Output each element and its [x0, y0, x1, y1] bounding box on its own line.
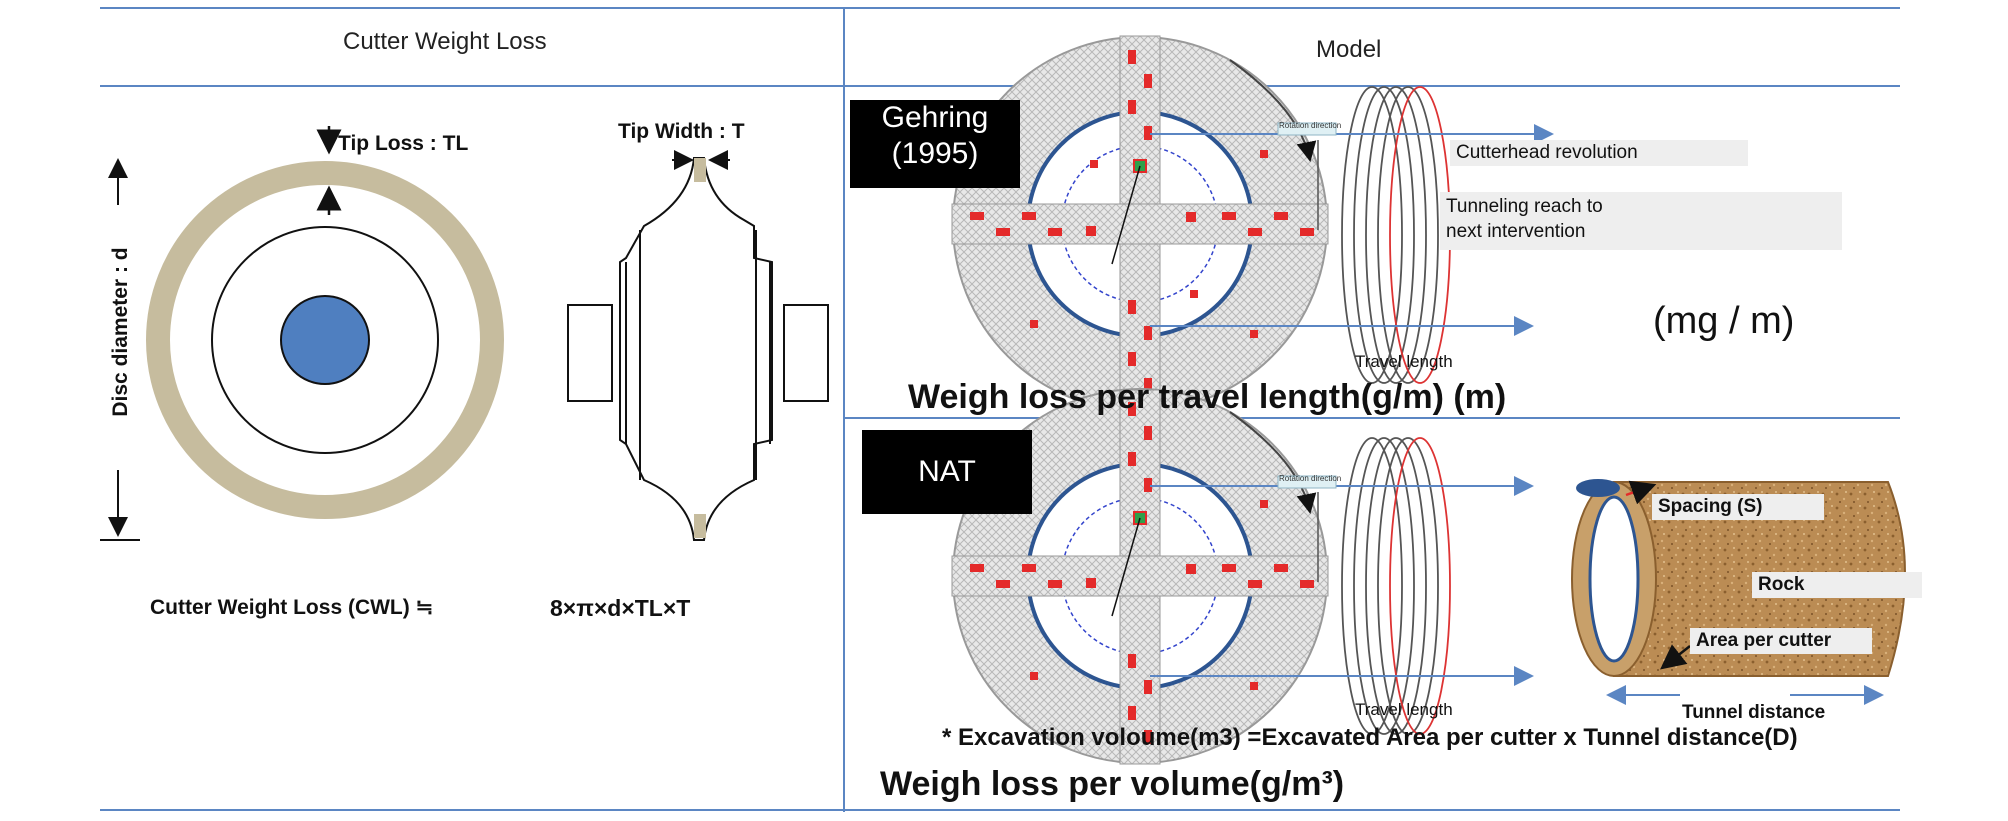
gehring-reach-line1: Tunneling reach to [1446, 196, 1603, 217]
gehring-badge-line2: (1995) [891, 137, 979, 170]
nat-rock-label: Rock [1752, 572, 1922, 598]
gehring-travel-spiral [1317, 86, 1451, 384]
nat-excavation-note: * Excavation voloume(m3) =Excavated Area… [942, 724, 1798, 751]
cwl-label: Cutter Weight Loss (CWL) ≒ [150, 596, 434, 619]
gehring-units: (mg / m) [1653, 300, 1795, 342]
nat-rotation-tag [1277, 475, 1337, 489]
cwl-formula: 8×π×d×TL×T [550, 595, 691, 621]
gehring-metric: Weigh loss per travel length(g/m) (m) [908, 378, 1507, 416]
gehring-cutterhead [951, 35, 1329, 413]
gehring-rotation-label: Rotation direction [1279, 121, 1342, 130]
gehring-reach-line2: next intervention [1446, 221, 1586, 242]
table-lines [100, 7, 1900, 812]
nat-rotation-label: Rotation direction [1279, 474, 1342, 483]
gehring-rotation-tag [1277, 122, 1337, 136]
header-cutter-weight-loss: Cutter Weight Loss [343, 28, 547, 55]
nat-travel-length: Travel length [1355, 700, 1453, 719]
tip-loss-label: Tip Loss : TL [338, 132, 469, 155]
gehring-badge: Gehring (1995) [850, 100, 1020, 188]
disc-side-profile [567, 157, 829, 541]
header-model: Model [1316, 36, 1382, 63]
nat-metric: Weigh loss per volume(g/m³) [880, 765, 1345, 803]
disc-diameter-label: Disc diameter : d [109, 247, 132, 417]
gehring-reach-label: Tunneling reach to next intervention [1440, 192, 1842, 250]
tip-width-label: Tip Width : T [618, 120, 745, 143]
diameter-dimension [100, 158, 140, 541]
nat-axis-lines [1150, 476, 1534, 686]
nat-spacing-label: Spacing (S) [1652, 494, 1824, 520]
disc-front-view [146, 161, 504, 519]
gehring-badge-line1: Gehring [881, 101, 989, 134]
nat-travel-spiral [1317, 437, 1451, 735]
nat-tunnel-distance: Tunnel distance [1682, 702, 1826, 723]
gehring-travel-length: Travel length [1355, 352, 1453, 371]
nat-cutterhead [951, 388, 1329, 765]
gehring-revolution-label: Cutterhead revolution [1450, 140, 1748, 166]
nat-area-label: Area per cutter [1690, 628, 1872, 654]
nat-badge: NAT [862, 430, 1032, 514]
